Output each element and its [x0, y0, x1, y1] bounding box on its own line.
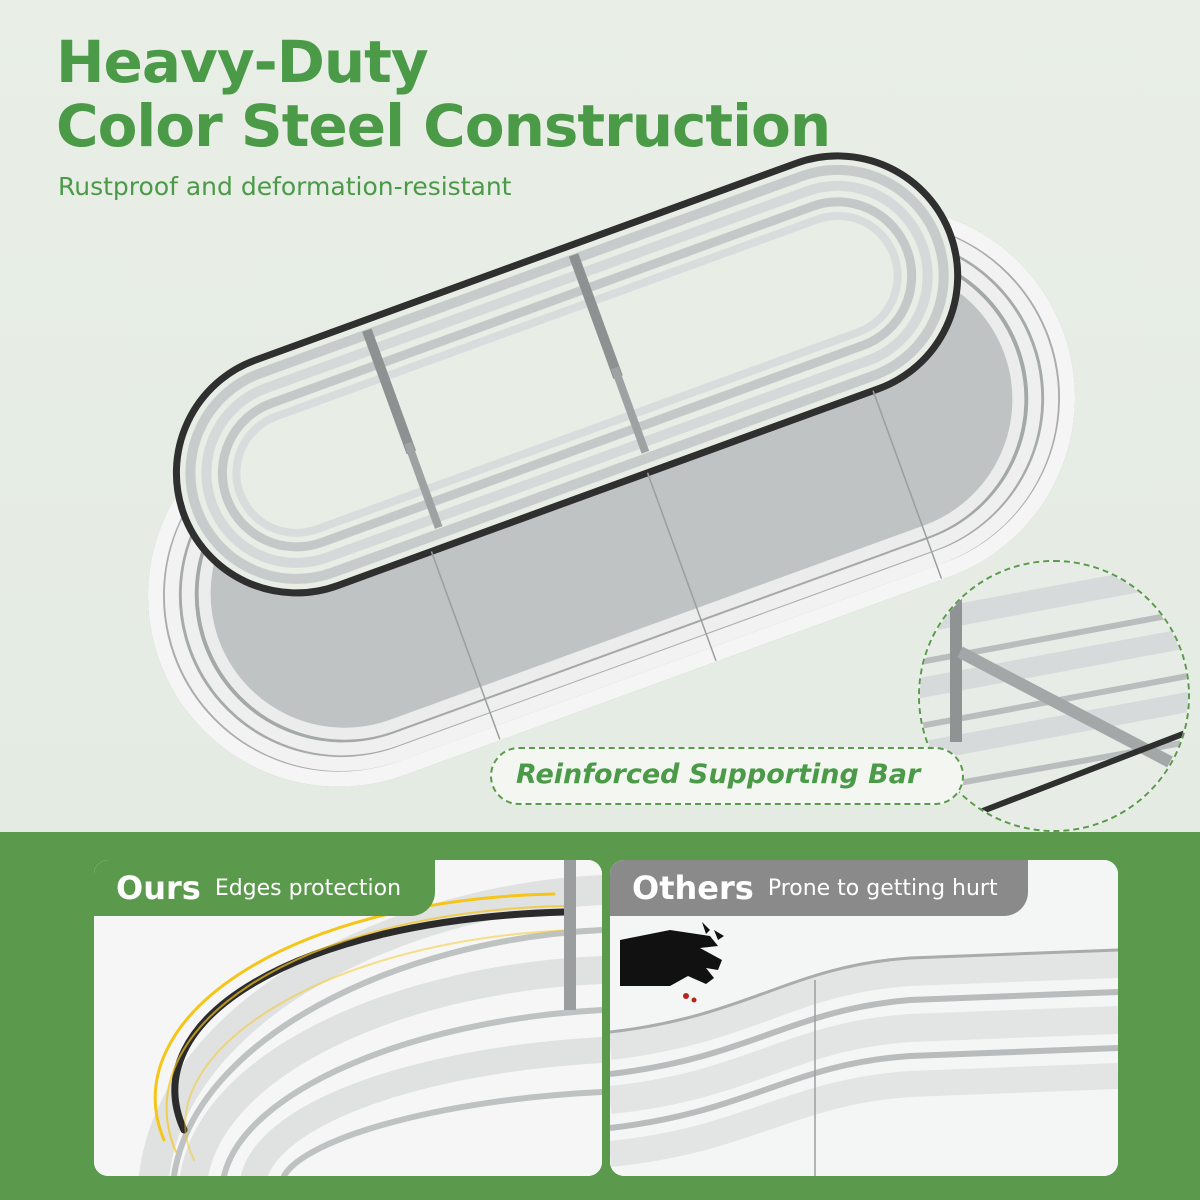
page-subtitle: Rustproof and deformation-resistant [58, 172, 512, 201]
support-bar-closeup-image [918, 560, 1190, 832]
others-title: Others [632, 869, 754, 907]
ours-title: Ours [116, 869, 201, 907]
callout-label: Reinforced Supporting Bar [516, 759, 921, 790]
ours-description: Edges protection [214, 875, 402, 901]
raised-garden-bed-image [147, 152, 1076, 787]
ours-tag: Ours Edges protection [94, 860, 436, 916]
supporting-bar-callout: Reinforced Supporting Bar [490, 747, 964, 805]
others-panel: Others Prone to getting hurt [610, 860, 1118, 1176]
page-title: Heavy-Duty Color Steel Construction [56, 28, 831, 160]
ours-panel: Ours Edges protection [94, 860, 602, 1176]
title-line-2: Color Steel Construction [56, 92, 831, 160]
hurt-hand-icon [620, 922, 724, 1003]
others-description: Prone to getting hurt [767, 875, 998, 901]
title-line-1: Heavy-Duty [56, 28, 429, 96]
others-tag: Others Prone to getting hurt [610, 860, 1028, 916]
